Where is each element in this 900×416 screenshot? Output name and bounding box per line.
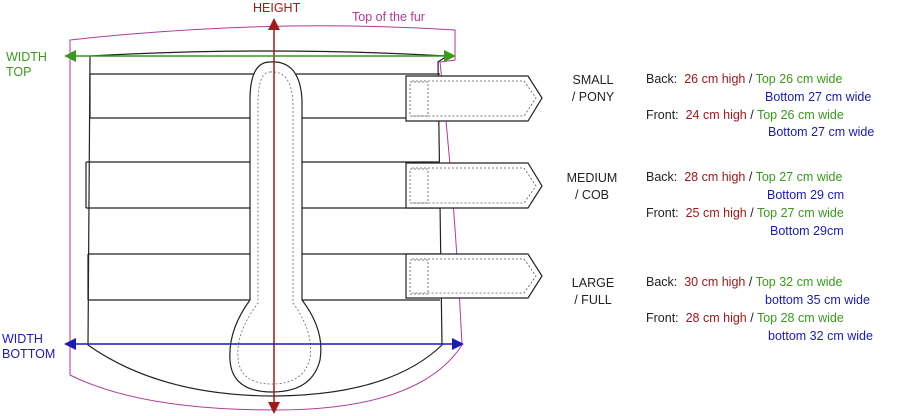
size-small-back: Back: 26 cm high / Top 26 cm wide [646, 72, 843, 86]
size-small-back-bottom: Bottom 27 cm wide [765, 90, 872, 104]
size-large-front: Front: 28 cm high / Top 28 cm wide [646, 311, 844, 325]
size-large-back: Back: 30 cm high / Top 32 cm wide [646, 275, 843, 289]
size-small-name: SMALL/ PONY [571, 73, 615, 104]
size-medium-back-bottom: Bottom 29 cm [767, 188, 845, 202]
strap-top [405, 75, 543, 122]
size-large-back-bottom: bottom 35 cm wide [765, 293, 870, 307]
size-medium-front: Front: 25 cm high / Top 27 cm wide [646, 206, 844, 220]
size-small-front: Front: 24 cm high / Top 26 cm wide [646, 108, 844, 122]
size-large-name: LARGE/ FULL [571, 276, 615, 307]
size-large-front-bottom: bottom 32 cm wide [768, 329, 873, 343]
size-small-front-bottom: Bottom 27 cm wide [768, 125, 875, 139]
height-label: HEIGHT [253, 1, 301, 15]
fur-label: Top of the fur [352, 10, 425, 24]
size-medium-front-bottom: Bottom 29cm [770, 224, 844, 238]
size-medium-back: Back: 28 cm high / Top 27 cm wide [646, 170, 843, 184]
size-medium-name: MEDIUM/ COB [566, 171, 618, 202]
strap-bottom [405, 253, 543, 299]
strap-middle [405, 162, 543, 209]
